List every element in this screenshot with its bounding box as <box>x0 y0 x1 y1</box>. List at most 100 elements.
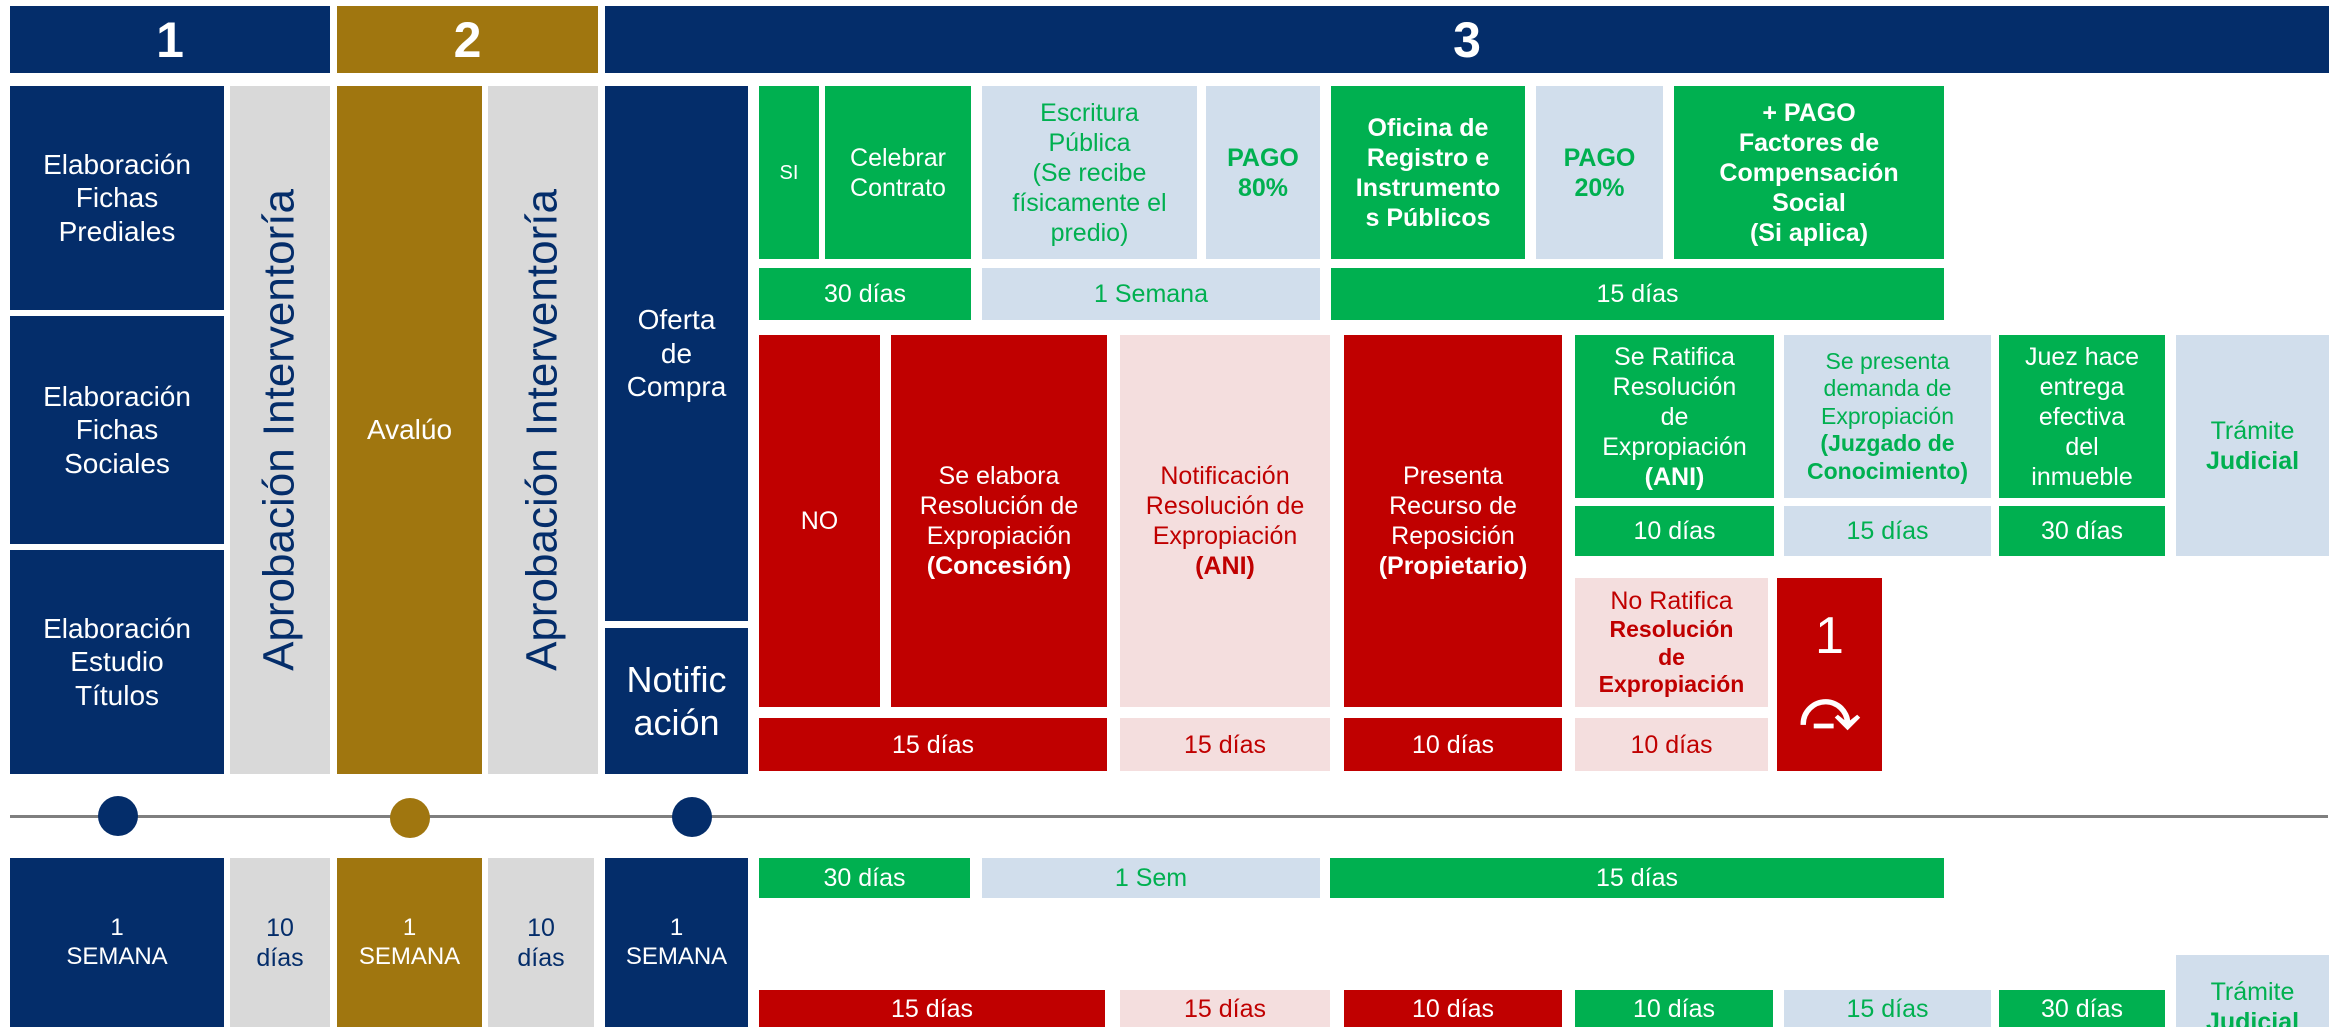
timeline-phase-2-label: 1 SEMANA <box>358 913 461 970</box>
pago-20-box: PAGO 20% <box>1536 86 1663 259</box>
timeline-no-15-dias-b: 15 días <box>1120 990 1330 1027</box>
si-duration-30-dias: 30 días <box>759 268 971 320</box>
si-duration-15-dias: 15 días <box>1331 268 1944 320</box>
notificacion-label: Notific ación <box>626 658 727 743</box>
timeline-si-30-dias: 30 días <box>759 858 970 898</box>
timeline-no-30-label: 30 días <box>2040 994 2123 1023</box>
timeline-no-10-dias-b: 10 días <box>1575 990 1773 1027</box>
notificacion-resolucion-box: Notificación Resolución de Expropiación(… <box>1120 335 1330 707</box>
demanda-duration-label: 15 días <box>1846 517 1929 545</box>
fichas-prediales-box: Elaboración Fichas Prediales <box>10 86 224 310</box>
demanda-duration-15-dias: 15 días <box>1784 506 1991 556</box>
timeline-no-15-dias-c: 15 días <box>1784 990 1991 1027</box>
timeline-phase-1-duration: 1 SEMANA <box>10 858 224 1027</box>
phase-1-header: 1 <box>10 6 330 73</box>
avaluo-box: Avalúo <box>337 86 482 774</box>
no-duration-10a-label: 10 días <box>1411 730 1494 759</box>
resolucion-concesion-text: Se elabora Resolución de Expropiación <box>919 462 1079 550</box>
recurso-reposicion-actor: (Propietario) <box>1378 552 1528 580</box>
no-duration-10-dias-b: 10 días <box>1575 718 1768 771</box>
notificacion-resolucion-text: Notificación Resolución de Expropiación <box>1145 462 1305 550</box>
si-label: SI <box>779 161 799 184</box>
resolucion-concesion-box: Se elabora Resolución de Expropiación(Co… <box>891 335 1107 707</box>
timeline-si-sem-label: 1 Sem <box>1114 864 1188 892</box>
timeline-no-10a-label: 10 días <box>1411 994 1494 1023</box>
phase-3-number: 3 <box>1453 11 1481 68</box>
timeline-phase-1-approval-label: 10 días <box>256 913 304 972</box>
no-duration-15-dias-b: 15 días <box>1120 718 1330 771</box>
phase-2-number: 2 <box>453 11 482 68</box>
timeline-tramite-text: Trámite <box>2210 978 2295 1006</box>
phase-3-header: 3 <box>605 6 2329 73</box>
no-duration-10b-label: 10 días <box>1630 730 1713 759</box>
avaluo-label: Avalúo <box>366 414 453 446</box>
timeline-phase-1-label: 1 SEMANA <box>66 913 168 970</box>
escritura-publica-label: Escritura Pública (Se recibe físicamente… <box>1012 98 1167 247</box>
timeline-dot-phase-1 <box>98 796 138 836</box>
demanda-expropiacion-box: Se presenta demanda de Expropiación(Juzg… <box>1784 335 1991 498</box>
ratifica-duration-label: 10 días <box>1633 517 1716 545</box>
return-phase-number: 1 <box>1815 607 1844 666</box>
se-ratifica-text: Se Ratifica Resolución de Expropiación <box>1602 342 1747 461</box>
timeline-phase-3-label: 1 SEMANA <box>625 913 728 970</box>
factores-compensacion-box: + PAGO Factores de Compensación Social (… <box>1674 86 1944 259</box>
notificacion-box: Notific ación <box>605 628 748 774</box>
no-ratifica-resolucion: Resolución de Expropiación <box>1598 616 1745 698</box>
demanda-expropiacion-actor: (Juzgado de Conocimiento) <box>1807 430 1968 484</box>
si-duration-semana-label: 1 Semana <box>1094 280 1208 308</box>
ratifica-duration-10-dias: 10 días <box>1575 506 1774 556</box>
pago-20-label: PAGO 20% <box>1563 143 1636 202</box>
fichas-sociales-label: Elaboración Fichas Sociales <box>43 380 191 479</box>
si-duration-1-semana: 1 Semana <box>982 268 1320 320</box>
pago-80-box: PAGO 80% <box>1206 86 1320 259</box>
no-duration-15a-label: 15 días <box>891 730 974 759</box>
si-duration-15-label: 15 días <box>1596 280 1679 308</box>
juez-entrega-box: Juez hace entrega efectiva del inmueble <box>1999 335 2165 498</box>
fichas-prediales-label: Elaboración Fichas Prediales <box>43 148 191 247</box>
oficina-registro-label: Oficina de Registro e Instrumento s Públ… <box>1355 113 1501 232</box>
no-duration-10-dias-a: 10 días <box>1344 718 1562 771</box>
timeline-no-10-dias-a: 10 días <box>1344 990 1562 1027</box>
demanda-expropiacion-text: Se presenta demanda de Expropiación <box>1821 347 1954 429</box>
oferta-compra-box: Oferta de Compra <box>605 86 748 621</box>
no-duration-15-dias-a: 15 días <box>759 718 1107 771</box>
celebrar-contrato-label: Celebrar Contrato <box>850 143 946 202</box>
si-box: SI <box>759 86 819 259</box>
phase-2-approval-label: Aprobación Interventoría <box>517 189 567 671</box>
fichas-sociales-box: Elaboración Fichas Sociales <box>10 316 224 544</box>
phase-1-approval-label: Aprobación Interventoría <box>254 189 304 671</box>
recurso-reposicion-text: Presenta Recurso de Reposición <box>1389 462 1517 550</box>
tramite-judicial-bold: Judicial <box>2205 446 2300 475</box>
tramite-judicial-text: Trámite <box>2210 416 2295 445</box>
oferta-compra-label: Oferta de Compra <box>626 304 727 403</box>
juez-duration-label: 30 días <box>2040 517 2123 545</box>
estudio-titulos-box: Elaboración Estudio Títulos <box>10 550 224 774</box>
resolucion-concesion-actor: (Concesión) <box>926 552 1072 580</box>
factores-compensacion-label: + PAGO Factores de Compensación Social (… <box>1719 98 1899 247</box>
timeline-no-30-dias: 30 días <box>1999 990 2165 1027</box>
timeline-no-10b-label: 10 días <box>1632 994 1715 1023</box>
celebrar-contrato-box: Celebrar Contrato <box>825 86 971 259</box>
return-to-phase-1-box: 1 ⤼ <box>1777 578 1882 771</box>
timeline-phase-2-duration: 1 SEMANA <box>337 858 482 1027</box>
phase-2-header: 2 <box>337 6 598 73</box>
timeline-line <box>10 815 2328 818</box>
se-ratifica-box: Se Ratifica Resolución de Expropiación(A… <box>1575 335 1774 498</box>
no-label: NO <box>800 507 839 535</box>
timeline-no-15-dias-a: 15 días <box>759 990 1105 1027</box>
timeline-phase-3-duration: 1 SEMANA <box>605 858 748 1027</box>
si-duration-30-label: 30 días <box>823 280 906 308</box>
timeline-si-15-dias: 15 días <box>1330 858 1944 898</box>
estudio-titulos-label: Elaboración Estudio Títulos <box>43 612 191 711</box>
phase-2-approval-box: Aprobación Interventoría <box>488 86 598 774</box>
timeline-tramite-bold: Judicial <box>2205 1008 2300 1027</box>
escritura-publica-box: Escritura Pública (Se recibe físicamente… <box>982 86 1197 259</box>
no-ratifica-text: No Ratifica <box>1610 587 1733 616</box>
timeline-phase-2-approval-label: 10 días <box>517 913 565 972</box>
phase-1-number: 1 <box>156 11 184 68</box>
timeline-si-1-sem: 1 Sem <box>982 858 1320 898</box>
pago-80-label: PAGO 80% <box>1227 143 1299 202</box>
